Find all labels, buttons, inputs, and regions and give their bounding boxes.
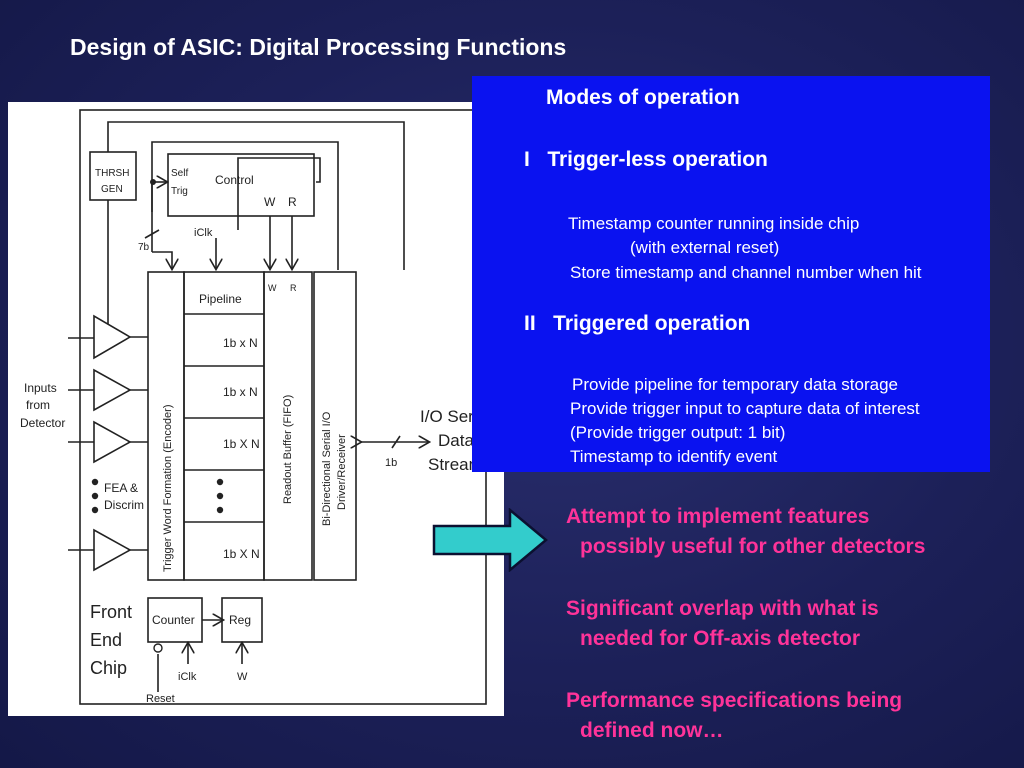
right-arrow-icon	[432, 508, 548, 572]
io-label-3: Stream	[428, 455, 483, 474]
modes-box: Modes of operation I Trigger-less operat…	[472, 76, 990, 472]
reg-label: Reg	[229, 613, 251, 627]
reset-label: Reset	[146, 693, 175, 705]
io-label-2: Data	[438, 431, 474, 450]
row-label-2: 1b x N	[223, 385, 258, 399]
mode-1-line-2: (with external reset)	[630, 238, 780, 257]
thrsh-label: THRSH	[95, 168, 129, 179]
bidir-label-1: Bi-Directional Serial I/O	[321, 411, 333, 526]
iclk-label: iClk	[194, 227, 213, 239]
fifo-w-label: W	[268, 283, 277, 293]
feedback-line-top	[237, 157, 321, 230]
note-1-line-2: possibly useful for other detectors	[580, 535, 926, 558]
fea-label-2: Discrim	[104, 498, 144, 512]
feedback-line-inner	[151, 141, 339, 270]
mode-2-line-2: Provide trigger input to capture data of…	[570, 399, 920, 418]
bidir-io-box	[313, 271, 357, 581]
inputs-label-2: from	[26, 398, 50, 412]
mode-2-heading: II Triggered operation	[524, 312, 751, 335]
amp-4	[93, 528, 132, 572]
row-label-1: 1b x N	[223, 336, 258, 350]
note-2-line-1: Significant overlap with what is	[566, 597, 879, 620]
asic-block-diagram: THRSH GEN Self Trig Control W R W R 7b i…	[20, 109, 491, 705]
sevenb-label: 7b	[138, 242, 150, 253]
row-label-3: 1b X N	[223, 437, 260, 451]
self-label: Self	[171, 168, 188, 179]
fifo-label: Readout Buffer (FIFO)	[282, 395, 294, 504]
w-label: W	[264, 195, 276, 209]
mode-2-line-1: Provide pipeline for temporary data stor…	[572, 375, 899, 394]
mode-2-line-3: (Provide trigger output: 1 bit)	[570, 423, 786, 442]
thrsh-gen-box	[89, 151, 137, 201]
inputs-label-3: Detector	[20, 416, 65, 430]
note-3-line-2: defined now…	[580, 719, 724, 742]
block-diagram: THRSH GEN Self Trig Control W R W R 7b i…	[8, 102, 504, 716]
oneb-label: 1b	[385, 457, 397, 469]
feedback-line-outer	[107, 121, 405, 270]
r-label: R	[288, 195, 297, 209]
trig-label: Trig	[171, 186, 188, 197]
inputs-label-1: Inputs	[24, 381, 57, 395]
row-label-4: 1b X N	[223, 547, 260, 561]
note-3-line-1: Performance specifications being	[566, 689, 903, 712]
front-label: Front	[90, 602, 132, 622]
ellipsis-dots	[91, 478, 224, 514]
mode-2-line-4: Timestamp to identify event	[570, 447, 778, 466]
note-1-line-1: Attempt to implement features	[566, 505, 870, 528]
pipeline-stack	[183, 271, 265, 581]
iclk2-label: iClk	[178, 671, 197, 683]
w2-label: W	[237, 671, 248, 683]
pipeline-label: Pipeline	[199, 292, 242, 306]
amp-2	[93, 368, 132, 412]
amp-1	[93, 314, 132, 360]
mode-1-line-1: Timestamp counter running inside chip	[568, 214, 860, 233]
encoder-label: Trigger Word Formation (Encoder)	[162, 405, 174, 573]
amp-3	[93, 420, 132, 464]
control-label: Control	[215, 173, 254, 187]
mode-1-line-3: Store timestamp and channel number when …	[570, 263, 922, 282]
chip-label: Chip	[90, 658, 127, 678]
modes-heading: Modes of operation	[546, 86, 740, 109]
counter-label: Counter	[152, 613, 195, 627]
fea-label-1: FEA &	[104, 481, 138, 495]
slide-title: Design of ASIC: Digital Processing Funct…	[70, 34, 567, 60]
bidir-label-2: Driver/Receiver	[336, 434, 348, 510]
note-2-line-2: needed for Off-axis detector	[580, 627, 861, 650]
end-label: End	[90, 630, 122, 650]
mode-1-heading: I Trigger-less operation	[524, 148, 768, 171]
fifo-r-label: R	[290, 283, 297, 293]
gen-label: GEN	[101, 184, 123, 195]
fifo-box	[263, 271, 313, 581]
